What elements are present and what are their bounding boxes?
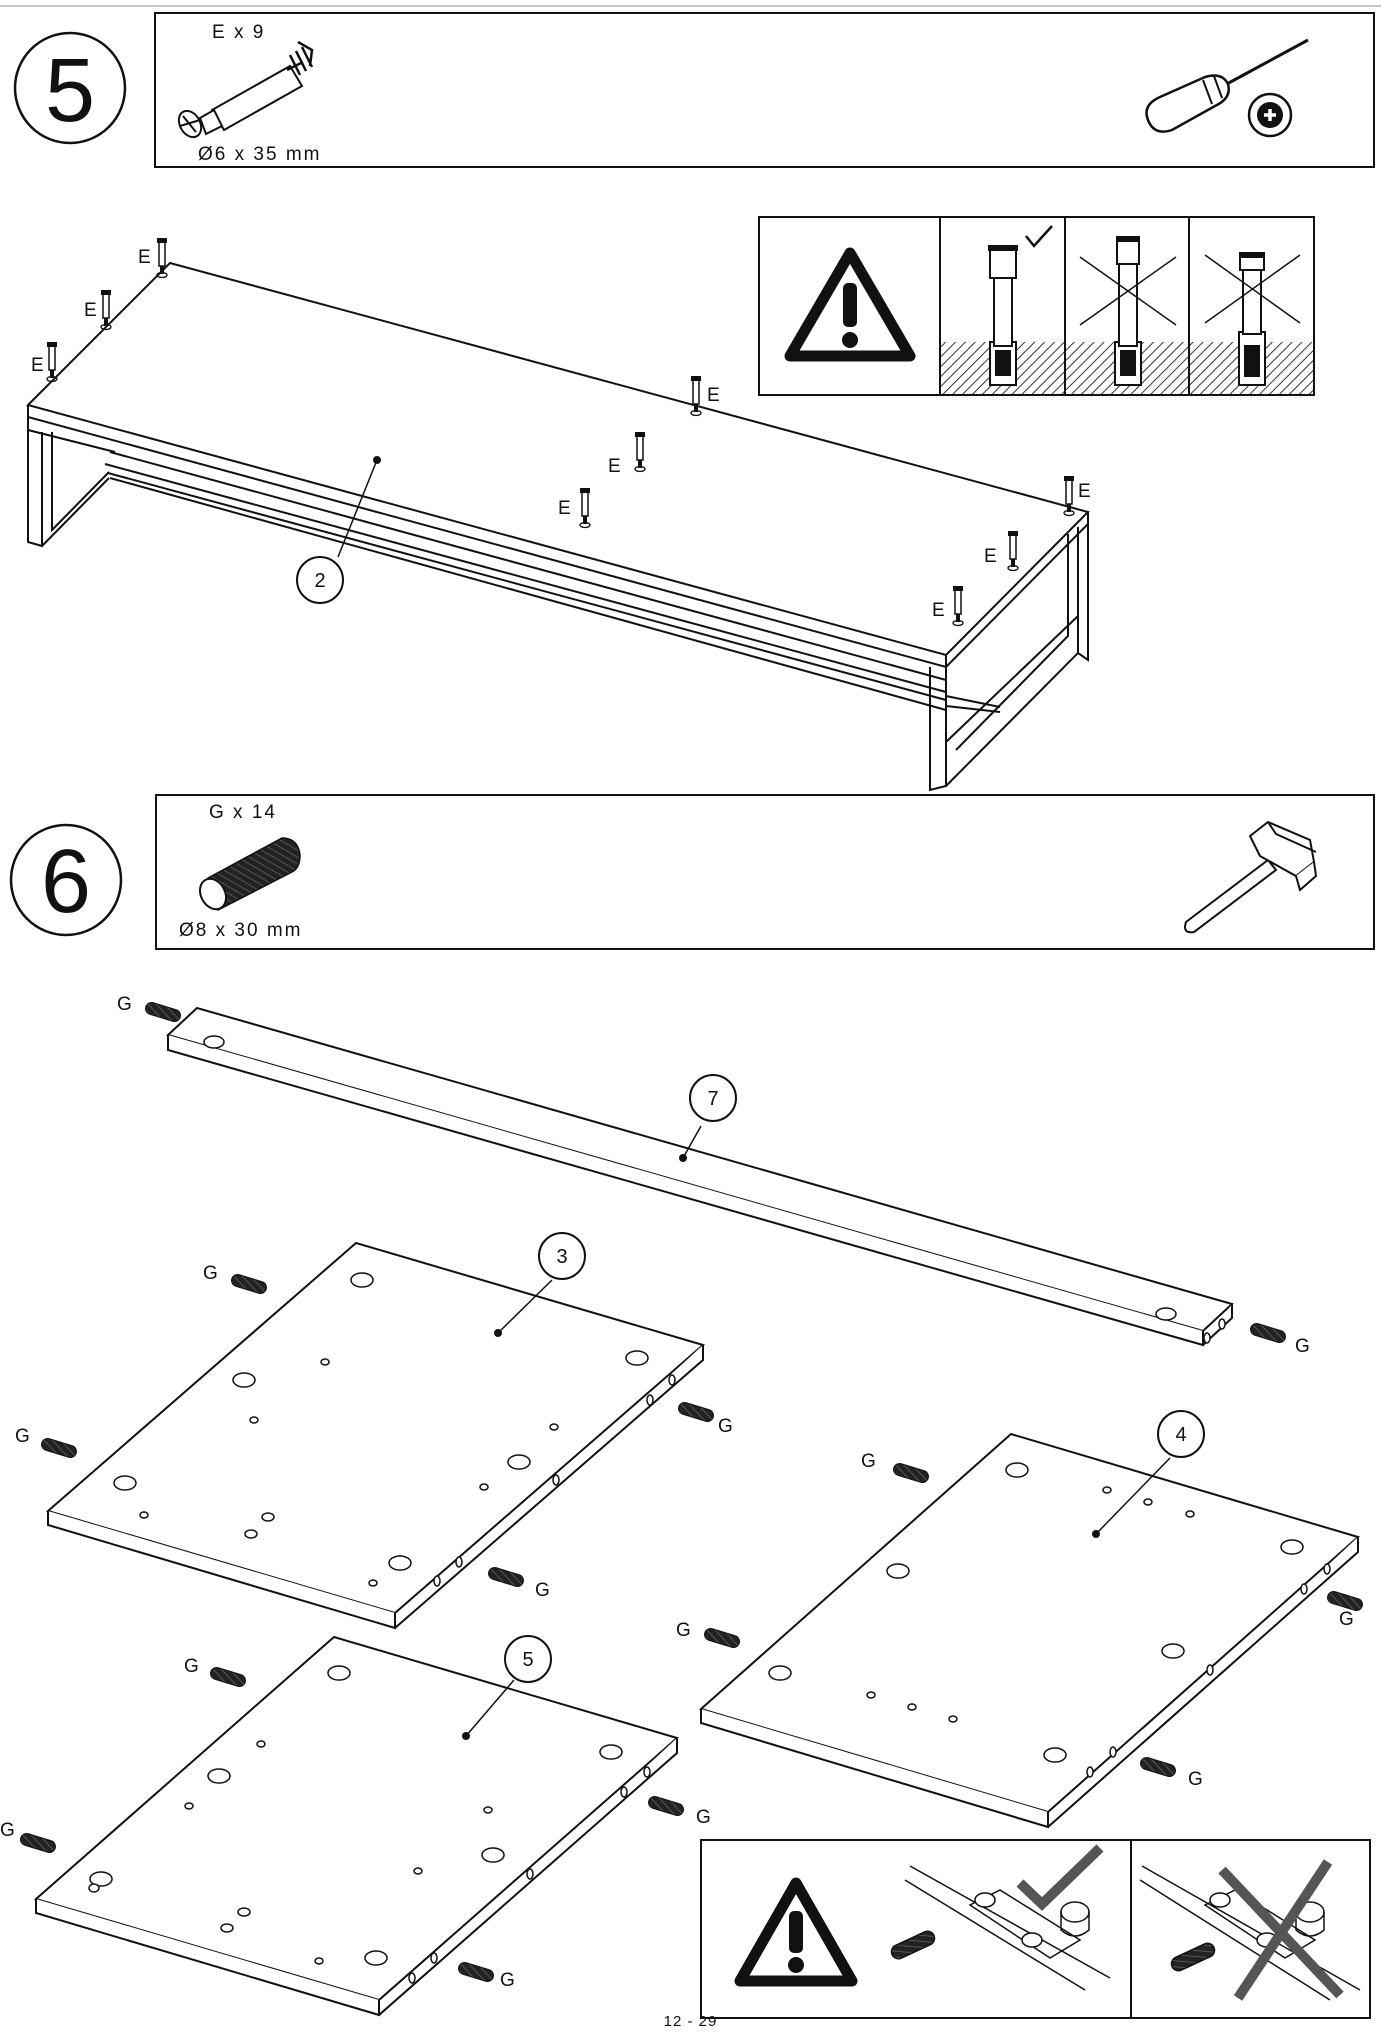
step-6-number: 6 xyxy=(41,832,91,932)
fitting-label-E: E xyxy=(984,546,997,567)
dowel-label-G: G xyxy=(535,1580,550,1601)
part-callout-3: 3 xyxy=(494,1232,586,1337)
dowel-label-G: G xyxy=(117,994,132,1015)
dowel-label-G: G xyxy=(1188,1769,1203,1790)
dowel-fit-correct xyxy=(890,1844,1111,1991)
fitting-label-E: E xyxy=(558,498,571,519)
step-6-size-label: Ø8 x 30 mm xyxy=(179,920,302,941)
panel-part-7 xyxy=(166,1006,1234,1347)
fitting-label-E: E xyxy=(138,247,151,268)
panel-part-5 xyxy=(33,1635,680,2017)
step-6: 6 G x 14 Ø8 x 30 mm xyxy=(0,794,1375,2019)
page-number: 12 - 29 xyxy=(663,2013,718,2030)
panel-part-4 xyxy=(698,1432,1361,1829)
dowel-label-G: G xyxy=(0,1820,15,1841)
part-callout-2: 2 xyxy=(296,456,381,604)
step-5-warning-box xyxy=(758,216,1315,396)
step-5-badge: 5 xyxy=(13,31,127,145)
cam-fit-incorrect-2 xyxy=(1190,252,1313,394)
dowel-label-G: G xyxy=(718,1416,733,1437)
step-6-qty-label: G x 14 xyxy=(209,802,277,823)
fitting-label-E: E xyxy=(707,385,720,406)
dowel-label-G: G xyxy=(696,1807,711,1828)
bench-panel-2 xyxy=(26,261,1090,792)
panel-part-3 xyxy=(45,1241,706,1630)
part-callout-5: 5 xyxy=(462,1635,552,1740)
dowel-fit-incorrect xyxy=(1139,1859,1361,2001)
step-6-parts-box xyxy=(155,794,1375,950)
warning-triangle-icon xyxy=(734,1877,858,1987)
part-callout-4-label: 4 xyxy=(1175,1424,1186,1446)
step-5-number: 5 xyxy=(45,41,95,141)
phillips-screwdriver-icon xyxy=(1145,38,1309,138)
dowel-label-G: G xyxy=(676,1620,691,1641)
fitting-label-E: E xyxy=(1078,481,1091,502)
part-callout-2-label: 2 xyxy=(314,570,325,592)
dowel-label-G: G xyxy=(861,1451,876,1472)
step-5: 5 E x 9 Ø6 x 35 mm xyxy=(13,12,1375,792)
wood-dowel-icon xyxy=(199,837,301,912)
dowel-label-G: G xyxy=(15,1426,30,1447)
fitting-label-E: E xyxy=(932,600,945,621)
warning-triangle-icon xyxy=(784,247,916,362)
part-callout-5-label: 5 xyxy=(522,1649,533,1671)
step-5-qty-label: E x 9 xyxy=(212,22,265,43)
dowel-label-G: G xyxy=(203,1263,218,1284)
dowel-label-G: G xyxy=(500,1970,515,1991)
part-callout-4: 4 xyxy=(1092,1410,1205,1538)
part-callout-3-label: 3 xyxy=(556,1246,567,1268)
dowel-label-G: G xyxy=(1295,1336,1310,1357)
step-5-parts-box xyxy=(154,12,1375,168)
fitting-label-E: E xyxy=(31,355,44,376)
fitting-label-E: E xyxy=(608,456,621,477)
cam-bolt-icon xyxy=(177,40,314,139)
part-callout-7-label: 7 xyxy=(707,1088,718,1110)
step-6-warning-box xyxy=(700,1839,1371,2019)
dowel-label-G: G xyxy=(1339,1609,1354,1630)
fitting-label-E: E xyxy=(84,300,97,321)
dowel-label-G: G xyxy=(184,1656,199,1677)
cam-fit-incorrect-1 xyxy=(1066,236,1188,394)
hammer-icon xyxy=(1184,820,1318,934)
step-5-size-label: Ø6 x 35 mm xyxy=(198,144,321,165)
part-callout-7: 7 xyxy=(679,1074,737,1162)
check-icon xyxy=(1025,225,1053,248)
step-6-badge: 6 xyxy=(9,823,123,937)
cam-fit-correct xyxy=(941,225,1064,394)
